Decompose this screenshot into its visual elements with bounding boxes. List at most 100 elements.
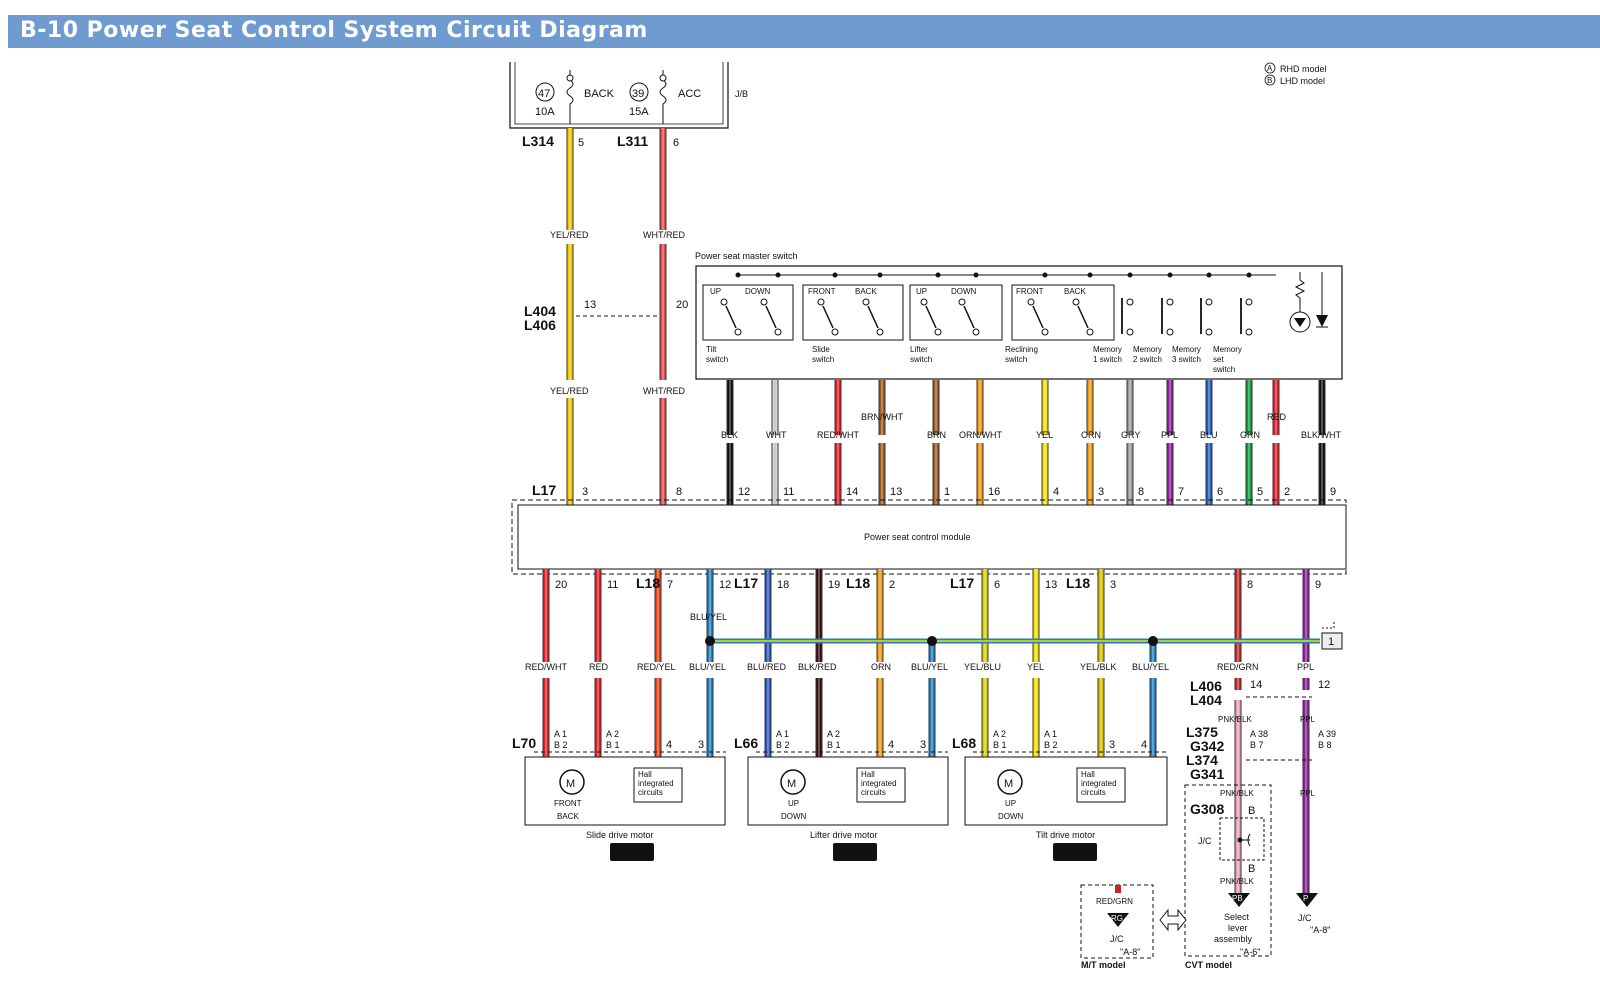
cvt-model-label: CVT model	[1185, 960, 1232, 970]
bottom-wire-pin-8: 6	[994, 579, 1000, 591]
contact-blade-1	[765, 305, 777, 329]
motor-lifter-seat-icon	[833, 843, 877, 861]
contact-bot-0	[734, 328, 742, 336]
switch-caption-7-line-0: Memory	[1213, 345, 1242, 354]
p-label: P	[1303, 894, 1308, 903]
slide-dir2: BACK	[557, 812, 579, 821]
switch-caption-0-line-0: Tilt	[706, 345, 717, 354]
switch-caption-3-line-0: Reclining	[1005, 345, 1038, 354]
connector-g341: G341	[1190, 766, 1224, 782]
fuse-39-name: ACC	[678, 88, 701, 100]
fuse-39-rating: 15A	[629, 106, 649, 118]
motor-slide-hall-1: integrated	[638, 779, 674, 788]
bottom-wire-label-1: RED	[589, 662, 609, 672]
lifter-motor-name: Lifter drive motor	[810, 830, 878, 840]
connector-l314: L314	[522, 133, 554, 149]
bottom-wire-pin-2: 7	[667, 579, 673, 591]
bottom-wire-pin-12: 8	[1247, 579, 1253, 591]
top-wires	[566, 128, 667, 505]
reclining-front-label: FRONT	[1016, 287, 1044, 296]
tilt-motor-name: Tilt drive motor	[1036, 830, 1095, 840]
contact-bot-7	[1086, 328, 1094, 336]
contact-bot-4	[934, 328, 942, 336]
jb-label: J/B	[735, 89, 748, 99]
jc-label-3: J/C	[1110, 934, 1124, 944]
slide-drive-motor: L70 M FRONT BACK Slide drive motor	[512, 735, 726, 840]
pin-l314: 5	[578, 137, 584, 149]
contact-top-3	[862, 298, 870, 306]
switch-caption-6-line-1: 3 switch	[1172, 355, 1201, 364]
motor-tilt-pin-0: A 2	[993, 729, 1006, 739]
slide-motor-name: Slide drive motor	[586, 830, 654, 840]
ppl-label-1: PPL	[1300, 715, 1316, 724]
slide-motor-symbol: M	[566, 778, 575, 790]
bottom-wire-pin-1: 11	[607, 579, 618, 591]
pb-label: PB	[1232, 894, 1243, 903]
connector-l375: L375	[1186, 724, 1218, 740]
motor-tilt-hall-1: integrated	[1081, 779, 1117, 788]
rg-label: RG	[1111, 914, 1123, 923]
connector-l18-b: L18	[846, 575, 870, 591]
fuse-47-rating: 10A	[535, 106, 555, 118]
motor-lifter-pin-3: B 1	[827, 740, 841, 750]
wire-label-yel-red: YEL/RED	[550, 230, 589, 240]
switch-wire-label-6: YEL	[1036, 430, 1053, 440]
switch-wire-label-13: BLK/WHT	[1301, 430, 1342, 440]
select-lever-1: Select	[1224, 912, 1250, 922]
contact-bot-2	[831, 328, 839, 336]
contact-top-8	[1126, 298, 1134, 306]
contact-bot-1	[774, 328, 782, 336]
switch-caption-1-line-1: switch	[812, 355, 834, 364]
switch-contacts	[720, 272, 1276, 336]
ppl-label-2: PPL	[1300, 789, 1316, 798]
pnk-blk-label-3: PNK/BLK	[1220, 877, 1254, 886]
contact-top-7	[1072, 298, 1080, 306]
motor-slide-pin-2: A 2	[606, 729, 619, 739]
contact-blade-6	[1032, 305, 1044, 329]
l375-pin-b7: B 7	[1250, 740, 1264, 750]
lower-right-section: L406 L404 14 12 PNK/BLK PPL L375 G342 L3…	[1080, 678, 1336, 970]
connector-g342: G342	[1190, 738, 1224, 754]
switch-wire-pin-6: 4	[1053, 486, 1059, 498]
contact-top-9	[1166, 298, 1174, 306]
switch-caption-1-line-0: Slide	[812, 345, 830, 354]
page-title: B-10 Power Seat Control System Circuit D…	[20, 18, 648, 43]
switch-wire-label-1: WHT	[766, 430, 787, 440]
fuse-box: J/B 47 10A BACK 39 15A ACC	[509, 62, 748, 129]
bottom-wire-label-2: RED/YEL	[637, 662, 676, 672]
bottom-wire-label-7: BLU/YEL	[911, 662, 948, 672]
contact-blade-7	[1077, 305, 1089, 329]
g308-b-bottom: B	[1248, 863, 1255, 875]
contact-top-11	[1245, 298, 1253, 306]
bottom-wire-pin-0: 20	[555, 579, 567, 591]
lifter-up-label: UP	[916, 287, 927, 296]
slide-dir1: FRONT	[554, 799, 582, 808]
connector-l18-c: L18	[1066, 575, 1090, 591]
pin-l404-20: 20	[676, 299, 688, 311]
pin-l406-12: 12	[1318, 679, 1330, 691]
switch-wire-label-5: ORN/WHT	[959, 430, 1002, 440]
tilt-dir1: UP	[1005, 799, 1016, 808]
legend-rhd: RHD model	[1280, 64, 1327, 74]
switch-wire-label-10: BLU	[1200, 430, 1218, 440]
tilt-down-label: DOWN	[745, 287, 771, 296]
connector-l17-b: L17	[734, 575, 758, 591]
pin-l311: 6	[673, 137, 679, 149]
contact-bot-3	[876, 328, 884, 336]
pin-l17-8: 8	[676, 486, 682, 498]
motor-lifter-hall-2: circuits	[861, 788, 886, 797]
motor-tilt-pin-2: A 1	[1044, 729, 1057, 739]
connector-l70: L70	[512, 735, 536, 751]
bottom-wire-pin-13: 9	[1315, 579, 1321, 591]
connector-l404: L404	[524, 303, 556, 319]
legend-a-marker: A	[1267, 64, 1273, 73]
motor-tilt-pin-1: B 1	[993, 740, 1007, 750]
motor-tilt-hall-2: circuits	[1081, 788, 1106, 797]
motor-lifter-pin-5: 3	[920, 739, 926, 751]
mt-model-label: M/T model	[1081, 960, 1126, 970]
pin-l404-13: 13	[584, 299, 596, 311]
legend-b-marker: B	[1267, 76, 1272, 85]
switch-wire-pin-7: 3	[1098, 486, 1104, 498]
switch-wire-label-7: ORN	[1081, 430, 1101, 440]
